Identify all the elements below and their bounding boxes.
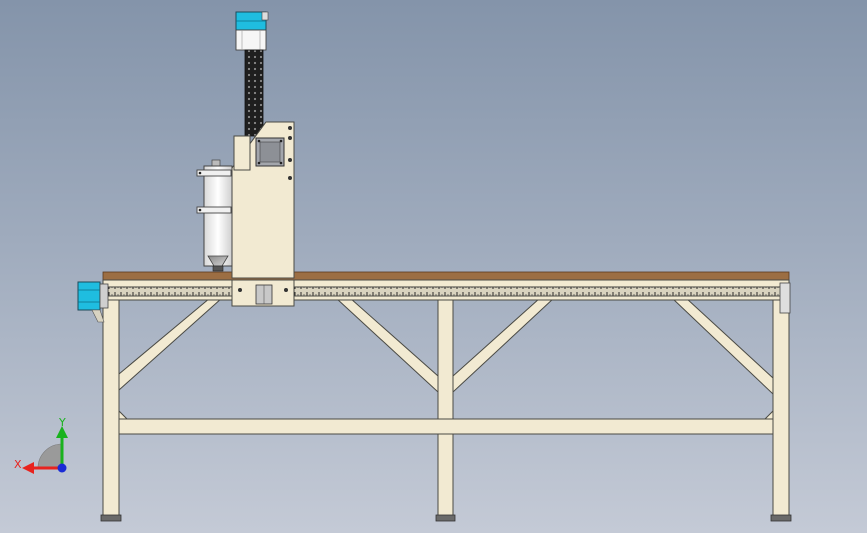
triad-sphere	[37, 443, 63, 469]
foot	[100, 514, 122, 522]
leg-left	[102, 297, 120, 517]
x-axis-label: X	[14, 458, 22, 471]
end-cap-right	[779, 282, 791, 314]
z-ball-screw	[244, 49, 264, 137]
brace-mid-right	[452, 297, 556, 394]
top-beam	[102, 279, 790, 288]
z-motor	[235, 11, 269, 51]
spindle-icon	[203, 165, 233, 267]
z-slide-block	[233, 135, 251, 171]
wood-spoilboard	[102, 271, 790, 281]
leg-middle	[437, 297, 454, 517]
foot	[770, 514, 792, 522]
table-frame	[100, 297, 792, 522]
stepper-motor-icon	[77, 281, 101, 311]
tabletop-assembly	[77, 271, 791, 323]
coordinate-triad-icon[interactable]: Y X	[14, 416, 68, 474]
rail-base	[102, 295, 790, 301]
gantry-carriage	[231, 11, 295, 307]
collet-nut	[212, 265, 224, 272]
y-axis-arrowhead	[56, 426, 68, 438]
brace-mid-left	[334, 297, 439, 394]
spindle-assembly	[196, 159, 233, 272]
lower-rail	[118, 418, 774, 435]
brace-right	[670, 297, 774, 396]
brace-left	[118, 297, 224, 392]
x-motor	[77, 281, 109, 323]
spindle-clamp-bottom	[196, 206, 232, 214]
leg-right	[772, 297, 790, 517]
y-axis-label: Y	[58, 416, 66, 429]
y-motor	[255, 137, 285, 167]
spindle-clamp-top	[196, 169, 232, 177]
z-axis-origin	[57, 463, 67, 473]
gusset	[763, 409, 774, 420]
gusset	[118, 409, 129, 420]
x-axis-arrowhead	[22, 462, 34, 474]
foot	[435, 514, 456, 522]
